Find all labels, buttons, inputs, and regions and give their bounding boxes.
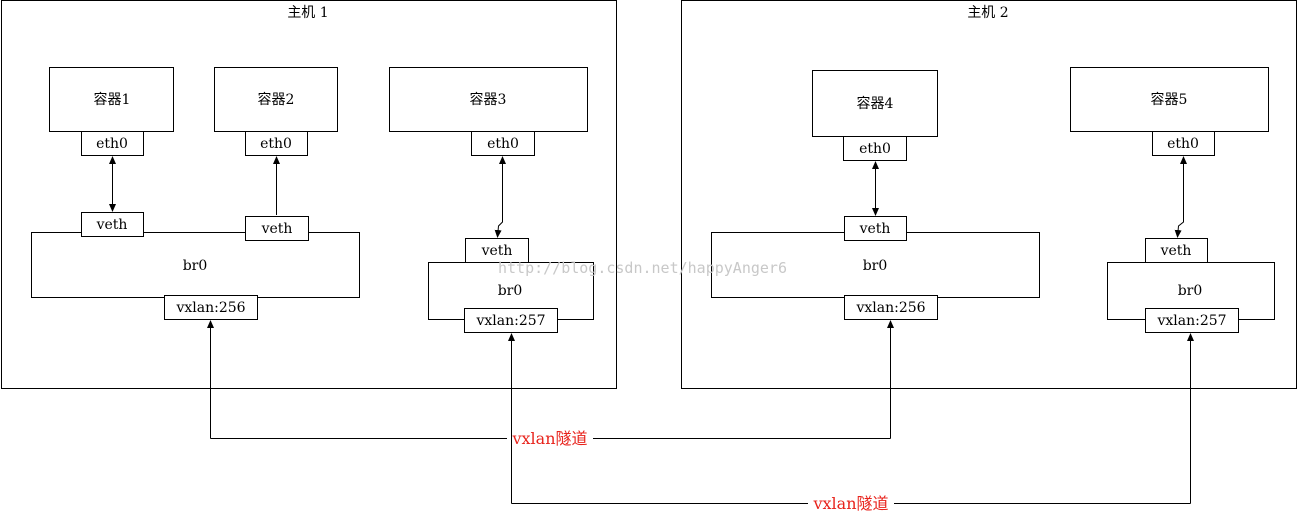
tunnel-257-label: vxlan隧道: [812, 494, 888, 513]
container-2-eth0-label: eth0: [260, 136, 292, 152]
container-4-eth0-box: [843, 136, 907, 161]
vxlan-port-3: vxlan:256: [844, 295, 938, 320]
vxlan-port-1: vxlan:256: [164, 295, 258, 320]
container-3: 容器3 eth0: [389, 67, 588, 156]
host-1: 主机 1: [1, 0, 617, 389]
tunnel-257: vxlan隧道: [508, 333, 1194, 513]
bridge-1: br0: [31, 232, 360, 298]
vxlan-port-2-label: vxlan:257: [475, 313, 545, 329]
container-4-eth0-label: eth0: [859, 141, 891, 157]
container-1: 容器1 eth0: [49, 67, 174, 156]
host-2-label: 主机 2: [967, 5, 1008, 21]
container-1-eth0-box: [81, 131, 144, 156]
container-5-label: 容器5: [1151, 91, 1188, 108]
vxlan-port-3-label: vxlan:256: [855, 300, 925, 316]
container-5-eth0-box: [1152, 131, 1215, 156]
vxlan-port-2: vxlan:257: [464, 308, 558, 333]
vxlan-port-2-box: [464, 308, 558, 333]
veth-2-label: veth: [261, 221, 293, 237]
link-eth0-veth-3: [494, 156, 506, 238]
veth-2-box: [245, 216, 309, 241]
container-1-box: [49, 67, 174, 132]
veth-4: veth: [844, 216, 907, 241]
bridge-3-box: [711, 232, 1040, 298]
bridge-2-label: br0: [498, 283, 523, 299]
container-5: 容器5 eth0: [1070, 67, 1269, 156]
container-3-eth0-box: [471, 131, 535, 156]
vxlan-port-4-label: vxlan:257: [1156, 313, 1226, 329]
container-5-eth0-label: eth0: [1167, 136, 1199, 152]
container-2: 容器2 eth0: [214, 67, 338, 156]
container-2-box: [214, 67, 338, 132]
veth-3-box: [465, 238, 529, 263]
container-3-eth0-label: eth0: [487, 136, 519, 152]
veth-1-box: [81, 212, 144, 237]
vxlan-port-4-box: [1145, 308, 1239, 333]
veth-3-label: veth: [481, 243, 513, 259]
bridge-1-label: br0: [183, 258, 208, 274]
vxlan-port-1-box: [164, 295, 258, 320]
veth-3: veth: [465, 238, 529, 263]
bridge-3-label: br0: [863, 258, 888, 274]
tunnel-256-label: vxlan隧道: [511, 429, 587, 448]
container-3-box: [389, 67, 588, 132]
bridge-3: br0: [711, 232, 1040, 298]
container-4-label: 容器4: [857, 95, 894, 112]
vxlan-port-4: vxlan:257: [1145, 308, 1239, 333]
container-5-box: [1070, 67, 1269, 132]
link-eth0-veth-5: [1174, 156, 1187, 238]
container-3-label: 容器3: [470, 91, 507, 108]
veth-5-box: [1145, 238, 1208, 263]
container-4-box: [812, 70, 938, 137]
watermark: http://blog.csdn.net/happyAnger6: [498, 259, 787, 277]
vxlan-port-1-label: vxlan:256: [175, 300, 245, 316]
veth-2: veth: [245, 216, 309, 241]
vxlan-port-3-box: [844, 295, 938, 320]
veth-4-box: [844, 216, 907, 241]
container-1-eth0-label: eth0: [96, 136, 128, 152]
bridge-4-label: br0: [1178, 283, 1203, 299]
host-1-frame: [1, 0, 617, 389]
container-4: 容器4 eth0: [812, 70, 938, 161]
veth-1: veth: [81, 212, 144, 237]
host-1-label: 主机 1: [287, 5, 328, 21]
tunnel-256: vxlan隧道: [207, 320, 894, 448]
veth-4-label: veth: [859, 221, 891, 237]
container-1-label: 容器1: [94, 91, 131, 108]
veth-1-label: veth: [96, 217, 128, 233]
container-2-eth0-box: [245, 131, 308, 156]
veth-5-label: veth: [1160, 243, 1192, 259]
veth-5: veth: [1145, 238, 1208, 263]
container-2-label: 容器2: [258, 91, 295, 108]
